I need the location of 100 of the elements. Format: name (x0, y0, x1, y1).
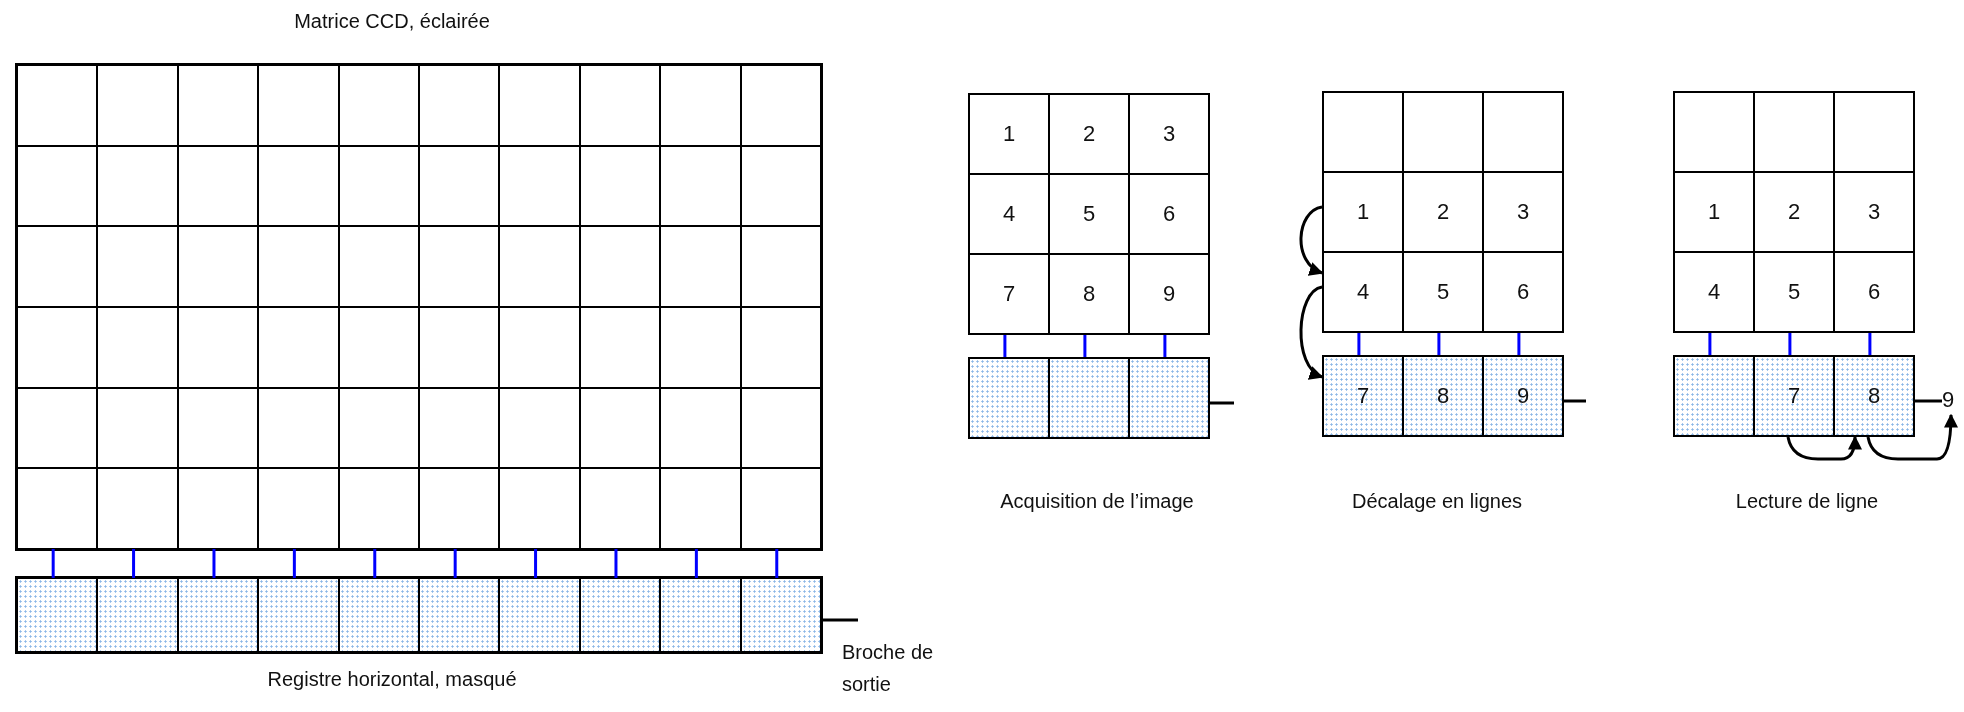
transfer-link (1357, 333, 1361, 355)
pixel-cell (419, 226, 500, 307)
pixel-cell (338, 387, 419, 469)
pixel-cell (177, 65, 259, 146)
register-caption: Registre horizontal, masqué (267, 668, 517, 691)
register-cell (1402, 355, 1484, 437)
pixel-cell (499, 145, 580, 227)
pixel-cell (17, 65, 98, 146)
transfer-link (614, 549, 618, 578)
pixel-cell (258, 145, 339, 227)
curved-arrow (1786, 435, 1862, 461)
step-caption: Lecture de ligne (1735, 490, 1879, 513)
pixel-cell (17, 387, 98, 469)
pixel-cell (338, 65, 419, 146)
register-cell (1128, 357, 1210, 439)
pixel-cell (660, 65, 741, 146)
charge-number: 2 (1787, 199, 1801, 225)
pixel-cell (419, 387, 500, 469)
charge-number: 6 (1867, 279, 1881, 305)
pixel-cell (740, 145, 821, 227)
register-cell (1753, 355, 1835, 437)
charge-number: 6 (1516, 279, 1530, 305)
pixel-cell (968, 93, 1050, 175)
pixel-cell (740, 468, 821, 549)
pixel-cell (499, 307, 580, 388)
charge-number: 2 (1436, 199, 1450, 225)
transfer-link (453, 549, 457, 578)
charge-number: 1 (1356, 199, 1370, 225)
pixel-cell (1673, 251, 1755, 333)
pixel-cell (579, 226, 661, 307)
pixel-cell (1322, 91, 1404, 173)
pixel-cell (419, 145, 500, 227)
transfer-link (1708, 333, 1712, 355)
transfer-link (1083, 335, 1087, 357)
pixel-cell (177, 145, 259, 227)
charge-number: 6 (1162, 201, 1176, 227)
output-pin-line (1564, 399, 1586, 403)
pixel-cell (17, 307, 98, 388)
charge-number: 1 (1707, 199, 1721, 225)
register-cell (97, 578, 178, 652)
transfer-link (534, 549, 538, 578)
pixel-cell (1833, 251, 1915, 333)
charge-number: 8 (1867, 383, 1881, 409)
charge-number: 5 (1787, 279, 1801, 305)
pixel-cell (1833, 91, 1915, 173)
pixel-cell (740, 226, 821, 307)
pixel-cell (579, 468, 661, 549)
pixel-cell (1128, 93, 1210, 175)
pixel-cell (660, 468, 741, 549)
register-cell (17, 578, 98, 652)
transfer-link (132, 549, 136, 578)
pixel-cell (338, 468, 419, 549)
curved-arrow (1866, 413, 1958, 461)
pixel-cell (338, 226, 419, 307)
pixel-cell (660, 387, 741, 469)
pixel-cell (97, 226, 178, 307)
pixel-cell (177, 226, 259, 307)
charge-number: 4 (1356, 279, 1370, 305)
pixel-cell (660, 226, 741, 307)
ccd-matrix-frame (15, 63, 823, 551)
register-cell (1833, 355, 1915, 437)
pixel-cell (419, 468, 500, 549)
pixel-cell (499, 226, 580, 307)
curved-arrow (1299, 285, 1324, 379)
curved-arrow (1299, 205, 1324, 275)
pixel-cell (338, 145, 419, 227)
pixel-cell (419, 65, 500, 146)
charge-number: 3 (1162, 121, 1176, 147)
charge-number: 3 (1867, 199, 1881, 225)
transfer-link (51, 549, 55, 578)
matrix-caption: Matrice CCD, éclairée (294, 10, 490, 33)
transfer-link (1163, 335, 1167, 357)
pixel-cell (499, 387, 580, 469)
charge-number: 9 (1162, 281, 1176, 307)
transfer-link (212, 549, 216, 578)
pixel-cell (579, 145, 661, 227)
pixel-cell (177, 468, 259, 549)
output-pin-line (821, 618, 858, 622)
pixel-cell (97, 65, 178, 146)
register-cell (419, 578, 500, 652)
step-caption: Décalage en lignes (1351, 490, 1523, 513)
pixel-cell (419, 307, 500, 388)
charge-number: 4 (1707, 279, 1721, 305)
pixel-cell (17, 145, 98, 227)
step-caption: Acquisition de l’image (1000, 490, 1194, 513)
register-cell (579, 578, 661, 652)
pixel-cell (17, 226, 98, 307)
pixel-cell (740, 65, 821, 146)
charge-number: 8 (1082, 281, 1096, 307)
pixel-cell (258, 468, 339, 549)
pixel-cell (1128, 253, 1210, 335)
pixel-cell (1482, 91, 1564, 173)
charge-number: 4 (1002, 201, 1016, 227)
register-cell (660, 578, 741, 652)
output-pin-line (1210, 401, 1234, 405)
transfer-link (694, 549, 698, 578)
pixel-cell (1673, 91, 1755, 173)
pixel-cell (660, 307, 741, 388)
pixel-cell (579, 307, 661, 388)
pixel-cell (1482, 251, 1564, 333)
